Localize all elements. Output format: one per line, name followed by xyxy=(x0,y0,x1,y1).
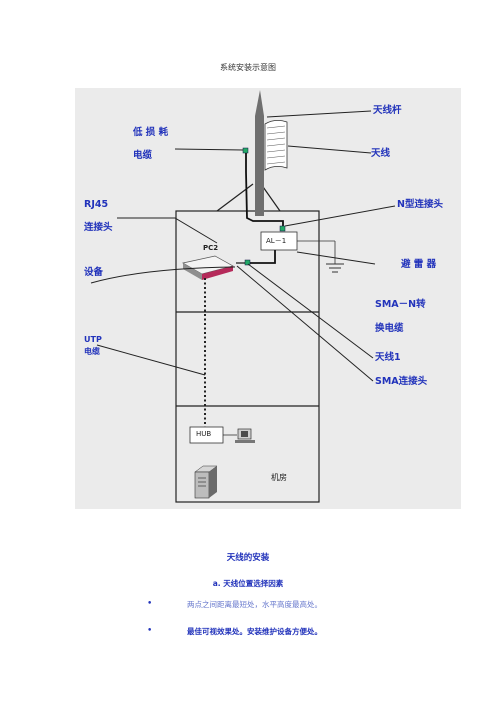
label-rj45-line2: 连接头 xyxy=(84,222,113,233)
device-front xyxy=(202,266,233,280)
label-sma-connector: SMA连接头 xyxy=(375,376,428,387)
label-utp-line1: UTP xyxy=(84,335,102,344)
label-antenna1: 天线1 xyxy=(375,352,401,363)
label-device: 设备 xyxy=(84,267,104,278)
subsection-title: a. 天线位置选择因素 xyxy=(212,579,284,588)
pc-base xyxy=(235,440,255,443)
label-sma-n-line2: 换电缆 xyxy=(375,323,404,334)
leader-lines xyxy=(90,110,396,382)
bullet-dot-icon: • xyxy=(147,599,153,609)
n-connector xyxy=(279,225,286,232)
building-outline xyxy=(175,210,320,503)
mast-tip xyxy=(255,90,264,116)
label-utp-line2: 电缆 xyxy=(84,347,100,356)
label-mast: 天线杆 xyxy=(373,105,402,116)
label-pc: PC2 xyxy=(203,244,219,252)
bullet-text: 最佳可视效果处。安装维护设备方便处。 xyxy=(187,627,322,636)
bullet-dot-icon: • xyxy=(147,626,153,636)
antenna-grid-lines xyxy=(266,125,286,165)
device-side xyxy=(183,263,202,280)
label-arrester: 避 雷 器 xyxy=(401,259,437,270)
sma-n-cable xyxy=(248,250,276,264)
label-al: AL－1 xyxy=(266,237,287,245)
roof-support-right xyxy=(260,183,281,212)
label-n-connector: N型连接头 xyxy=(397,199,443,210)
label-low-loss-cable-line1: 低 损 耗 xyxy=(133,127,169,138)
installation-diagram: 天线杆 天线 低 损 耗 电缆 RJ45 连接头 N型连接头 避 雷 器 设备 … xyxy=(75,88,461,509)
server-tower xyxy=(194,465,218,499)
label-antenna: 天线 xyxy=(371,148,391,159)
section-title: 天线的安装 xyxy=(226,553,270,563)
label-hub: HUB xyxy=(196,430,212,438)
label-sma-n-line1: SMA－N转 xyxy=(375,299,426,310)
label-low-loss-cable-line2: 电缆 xyxy=(133,150,153,161)
mast-connector xyxy=(242,147,249,154)
label-rj45-line1: RJ45 xyxy=(84,199,109,210)
low-loss-cable xyxy=(245,153,284,226)
label-server-room: 机房 xyxy=(271,473,287,482)
bullet-text: 两点之间距离最短处，水平高度最高处。 xyxy=(187,600,322,609)
figure-caption: 系统安装示意图 xyxy=(220,63,276,72)
diagram-drawing xyxy=(90,90,396,503)
sma-connector xyxy=(244,259,251,266)
antenna-mast xyxy=(255,116,264,216)
